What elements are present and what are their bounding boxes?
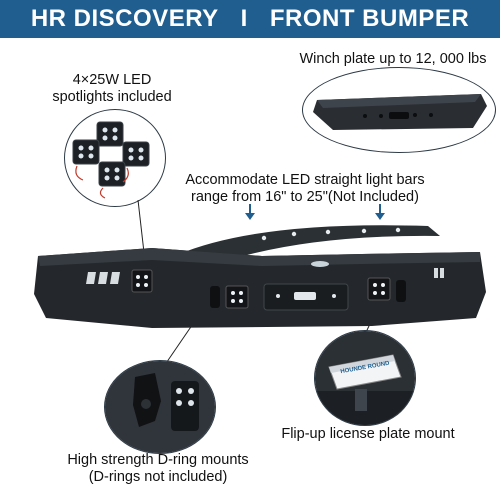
led-spotlights-inset	[64, 109, 166, 207]
dring-callout-line1: High strength D-ring mounts	[67, 452, 249, 468]
header-separator: I	[240, 5, 248, 32]
dring-callout-line2: (D-rings not included)	[88, 469, 228, 485]
license-plate-inset: HOUNDE ROUND	[314, 330, 416, 426]
winch-plate-image	[313, 94, 487, 130]
header-banner: HR DISCOVERY I FRONT BUMPER	[0, 0, 500, 38]
lightbar-arrow-left-icon	[245, 204, 255, 220]
front-bumper-image	[34, 225, 486, 328]
dring-callout-text: High strength D-ring mounts (D-rings not…	[48, 452, 268, 486]
winch-plate-inset	[302, 67, 496, 153]
lightbar-arrow-right-icon	[375, 204, 385, 220]
license-callout-text: Flip-up license plate mount	[281, 426, 455, 442]
brand-title: HR DISCOVERY	[30, 5, 219, 32]
led-callout-line1: 4×25W LED	[72, 72, 152, 88]
led-callout-line2: spotlights included	[52, 89, 172, 105]
lightbar-callout-line2: range from 16" to 25"(Not Included)	[191, 189, 419, 205]
winch-callout-text: Winch plate up to 12, 000 lbs	[299, 51, 487, 67]
lightbar-callout-line1: Accommodate LED straight light bars	[185, 172, 425, 188]
lightbar-callout-text: Accommodate LED straight light bars rang…	[160, 172, 450, 206]
d-ring-mount-inset	[104, 360, 216, 454]
product-title: FRONT BUMPER	[269, 5, 470, 32]
license-plate-image	[315, 331, 415, 425]
led-callout-text: 4×25W LED spotlights included	[32, 72, 192, 106]
led-spotlights-image	[72, 121, 150, 199]
d-ring-mount-image	[105, 361, 215, 453]
